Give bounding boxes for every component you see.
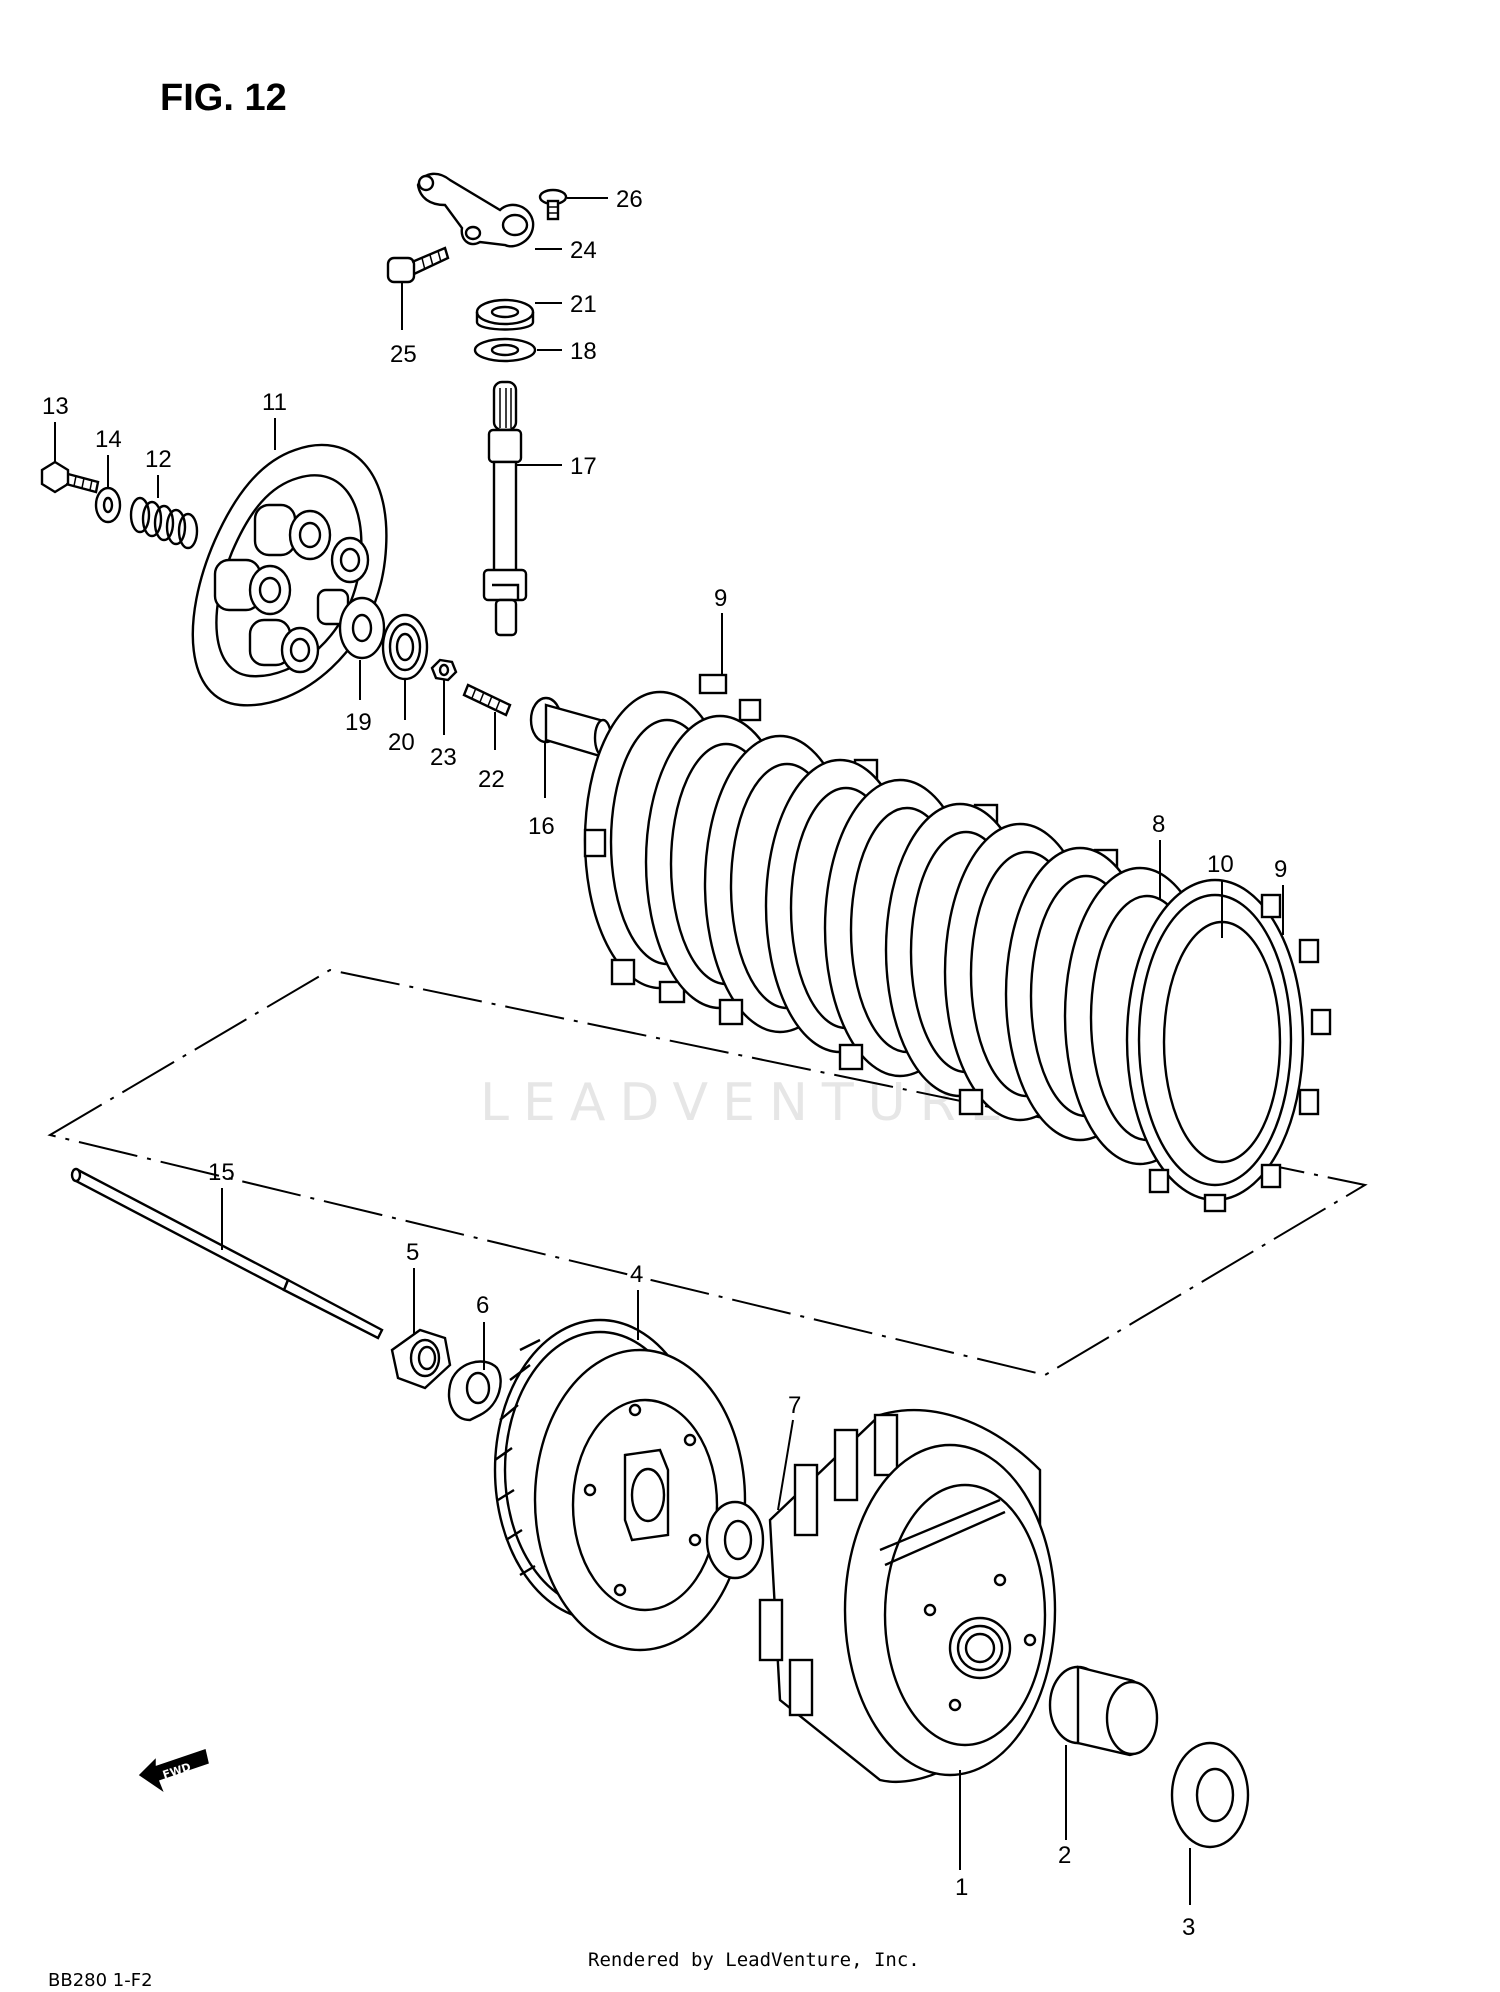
- part-16-push-piece[interactable]: [529, 696, 613, 758]
- callout-15: 15: [208, 1159, 235, 1186]
- part-3-washer[interactable]: [1170, 1741, 1250, 1849]
- part-15-push-rod[interactable]: [70, 1167, 384, 1340]
- part-17-release-shaft[interactable]: [482, 380, 528, 637]
- part-5-nut[interactable]: [390, 1328, 452, 1390]
- part-18-washer[interactable]: [473, 337, 537, 363]
- callout-1: 1: [955, 1874, 968, 1901]
- part-21-oil-seal[interactable]: [475, 298, 535, 331]
- callout-26: 26: [616, 186, 643, 213]
- callout-3: 3: [1182, 1914, 1195, 1941]
- part-22-stud[interactable]: [462, 683, 512, 717]
- clutch-plate-stack: [583, 673, 1332, 1213]
- callout-11: 11: [262, 389, 287, 416]
- callout-13: 13: [42, 393, 69, 420]
- part-25-bolt[interactable]: [386, 246, 450, 284]
- assembly-outline: [47, 968, 1368, 1377]
- callout-9-rear: 9: [1274, 856, 1287, 883]
- callout-20: 20: [388, 729, 415, 756]
- part-4-sleeve-hub[interactable]: [493, 1318, 747, 1652]
- callout-23: 23: [430, 744, 457, 771]
- leader-lines: [54, 197, 1284, 1905]
- callout-16: 16: [528, 813, 555, 840]
- part-2-spacer[interactable]: [1048, 1665, 1159, 1757]
- figure-title: FIG. 12: [160, 77, 287, 119]
- callout-7: 7: [788, 1392, 801, 1419]
- callout-24: 24: [570, 237, 597, 264]
- part-7-thrust-washer[interactable]: [705, 1500, 765, 1580]
- callout-19: 19: [345, 709, 372, 736]
- part-26-screw[interactable]: [538, 188, 568, 221]
- callout-21: 21: [570, 291, 597, 318]
- callout-25: 25: [390, 341, 417, 368]
- part-9-drive-plate-rear[interactable]: [1125, 878, 1332, 1213]
- callout-14: 14: [95, 426, 122, 453]
- part-13-bolt[interactable]: [40, 460, 100, 494]
- callout-10: 10: [1207, 851, 1234, 878]
- callout-8: 8: [1152, 811, 1165, 838]
- part-20-bearing[interactable]: [381, 613, 429, 681]
- watermark-text: LEADVENTURE: [480, 1073, 1017, 1133]
- part-12-spring[interactable]: [129, 496, 199, 550]
- part-19-washer[interactable]: [338, 596, 386, 660]
- callout-2: 2: [1058, 1842, 1071, 1869]
- callout-17: 17: [570, 453, 597, 480]
- part-6-lock-washer[interactable]: [447, 1360, 502, 1422]
- diagram-code: BB280 1-F2: [48, 1970, 153, 1991]
- callout-9-front: 9: [714, 585, 727, 612]
- part-11-pressure-plate[interactable]: [191, 443, 388, 707]
- callout-4: 4: [630, 1261, 643, 1288]
- part-23-nut[interactable]: [430, 658, 458, 682]
- part-14-washer[interactable]: [94, 486, 122, 524]
- callout-12: 12: [145, 446, 172, 473]
- footer-credit: Rendered by LeadVenture, Inc.: [588, 1949, 920, 1971]
- callout-5: 5: [406, 1239, 419, 1266]
- part-1-clutch-housing[interactable]: [758, 1408, 1057, 1784]
- callout-6: 6: [476, 1292, 489, 1319]
- callout-22: 22: [478, 766, 505, 793]
- callout-18: 18: [570, 338, 597, 365]
- callout-labels: 1 2 3 4 5 6 7 8 9 9 10 11 12 13 14 15 16…: [42, 186, 1287, 1941]
- fwd-arrow-icon: FWD: [138, 1749, 209, 1793]
- part-24-release-arm[interactable]: [416, 172, 535, 248]
